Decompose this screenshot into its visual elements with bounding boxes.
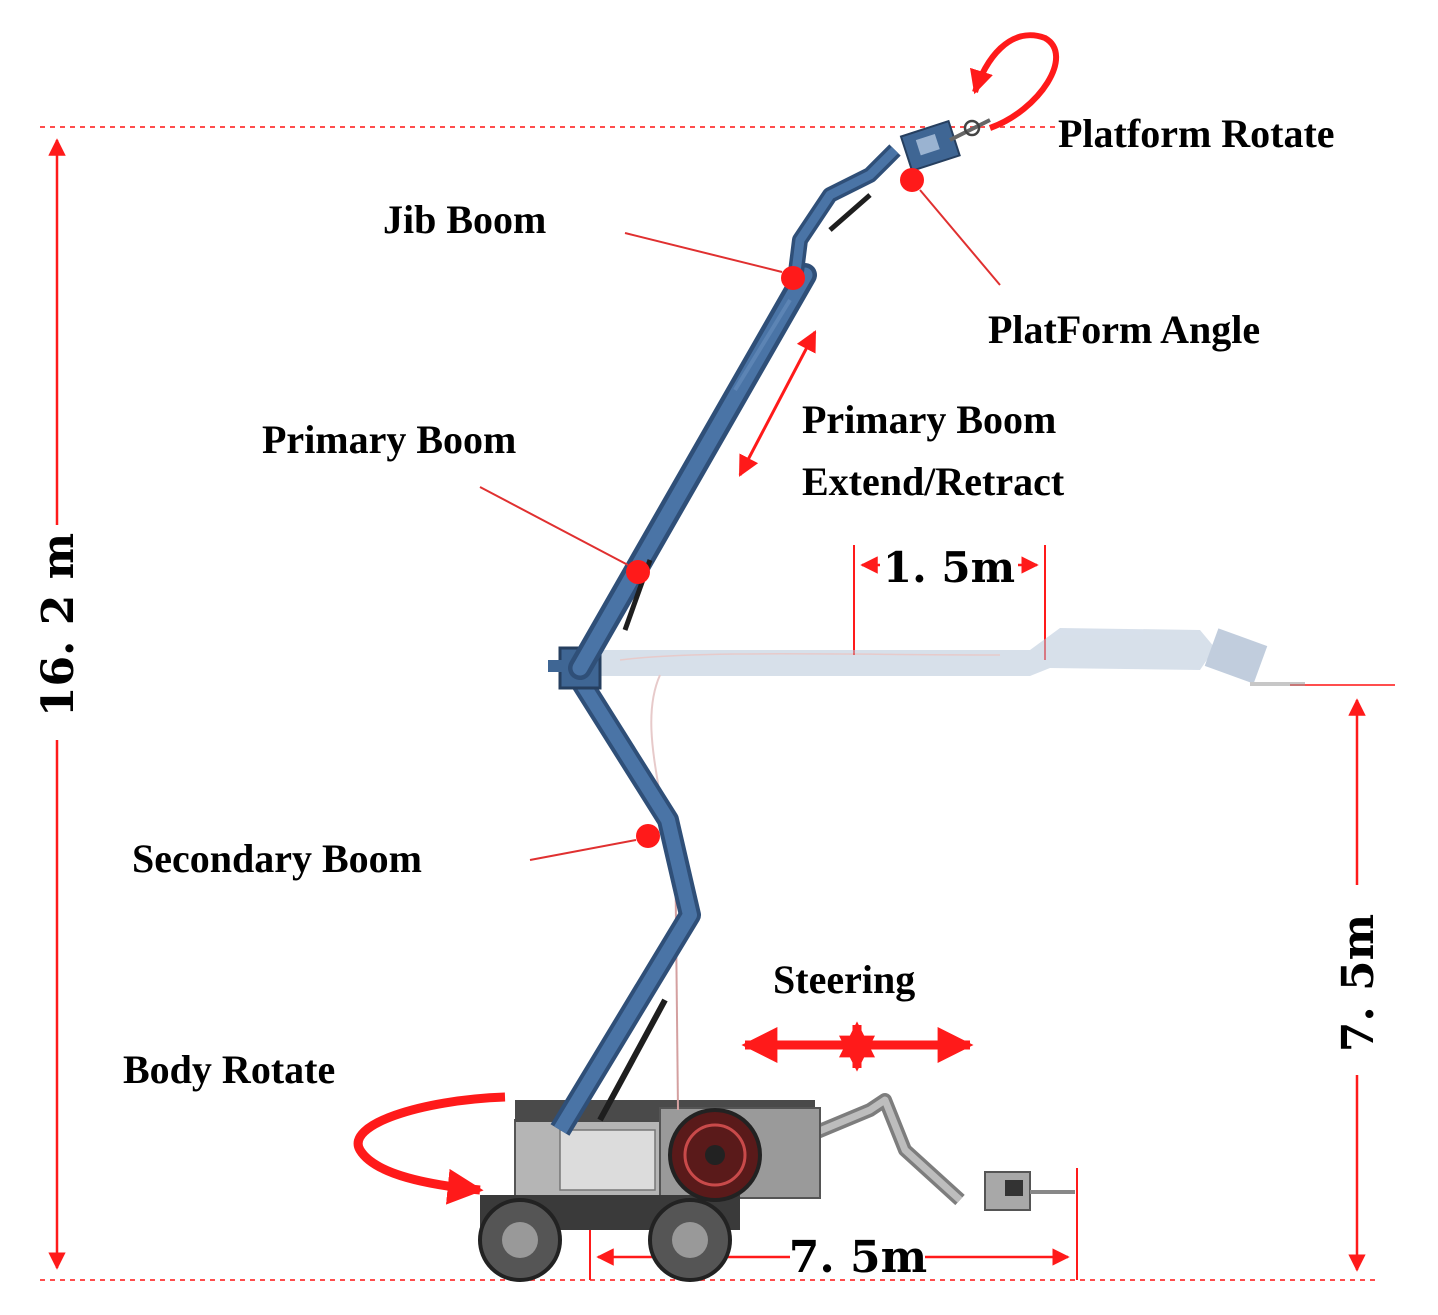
jib-boom-label: Jib Boom bbox=[383, 197, 546, 242]
platform-head bbox=[899, 119, 961, 173]
platform-angle-joint bbox=[900, 168, 924, 192]
chassis bbox=[478, 829, 821, 1282]
leader-lines bbox=[479, 189, 1001, 861]
primary-boom-leader bbox=[479, 486, 629, 566]
component-labels: Platform Rotate Jib Boom PlatForm Angle … bbox=[123, 111, 1335, 1092]
body-rotate-arrow bbox=[353, 1092, 506, 1205]
reference-lines bbox=[40, 126, 1395, 1281]
platform-rotate-label: Platform Rotate bbox=[1058, 111, 1335, 156]
secondary-boom-leader bbox=[529, 839, 637, 861]
secondary-boom-label: Secondary Boom bbox=[132, 836, 422, 881]
primary-boom-joint bbox=[626, 560, 650, 584]
platform-height-label: 7. 5m bbox=[1333, 914, 1384, 1052]
motion-arrows bbox=[353, 32, 1059, 1205]
horizontal-reach-label: 7. 5m bbox=[789, 1232, 927, 1283]
jib-extension-dimension: 1. 5m bbox=[853, 543, 1046, 660]
steering-arrow bbox=[741, 1021, 974, 1072]
extend-retract-label-line1: Primary Boom bbox=[802, 397, 1056, 442]
total-height-label: 16. 2 m bbox=[33, 533, 84, 717]
extend-retract-label-line2: Extend/Retract bbox=[802, 459, 1065, 504]
extend-retract-arrow bbox=[738, 330, 817, 477]
jib-boom-leader bbox=[624, 232, 783, 273]
jib-extension-label: 1. 5m bbox=[883, 543, 1015, 592]
platform-angle-leader bbox=[919, 189, 1001, 286]
total-height-dimension: 16. 2 m bbox=[33, 138, 84, 1270]
body-rotate-label: Body Rotate bbox=[123, 1047, 335, 1092]
raised-boom bbox=[548, 118, 991, 1136]
steering-label: Steering bbox=[773, 957, 915, 1002]
secondary-boom-joint bbox=[636, 824, 660, 848]
platform-rotate-arrow bbox=[969, 32, 1059, 131]
platform-angle-label: PlatForm Angle bbox=[988, 307, 1260, 352]
primary-boom-label: Primary Boom bbox=[262, 417, 516, 462]
joint-markers bbox=[626, 168, 924, 848]
ghost-folded-boom bbox=[807, 1093, 1075, 1211]
horizontal-reach-dimension: 7. 5m bbox=[589, 1168, 1078, 1283]
jib-boom-joint bbox=[781, 266, 805, 290]
ghost-horizontal-boom bbox=[590, 628, 1305, 831]
platform-height-dimension: 7. 5m bbox=[1333, 698, 1384, 1272]
